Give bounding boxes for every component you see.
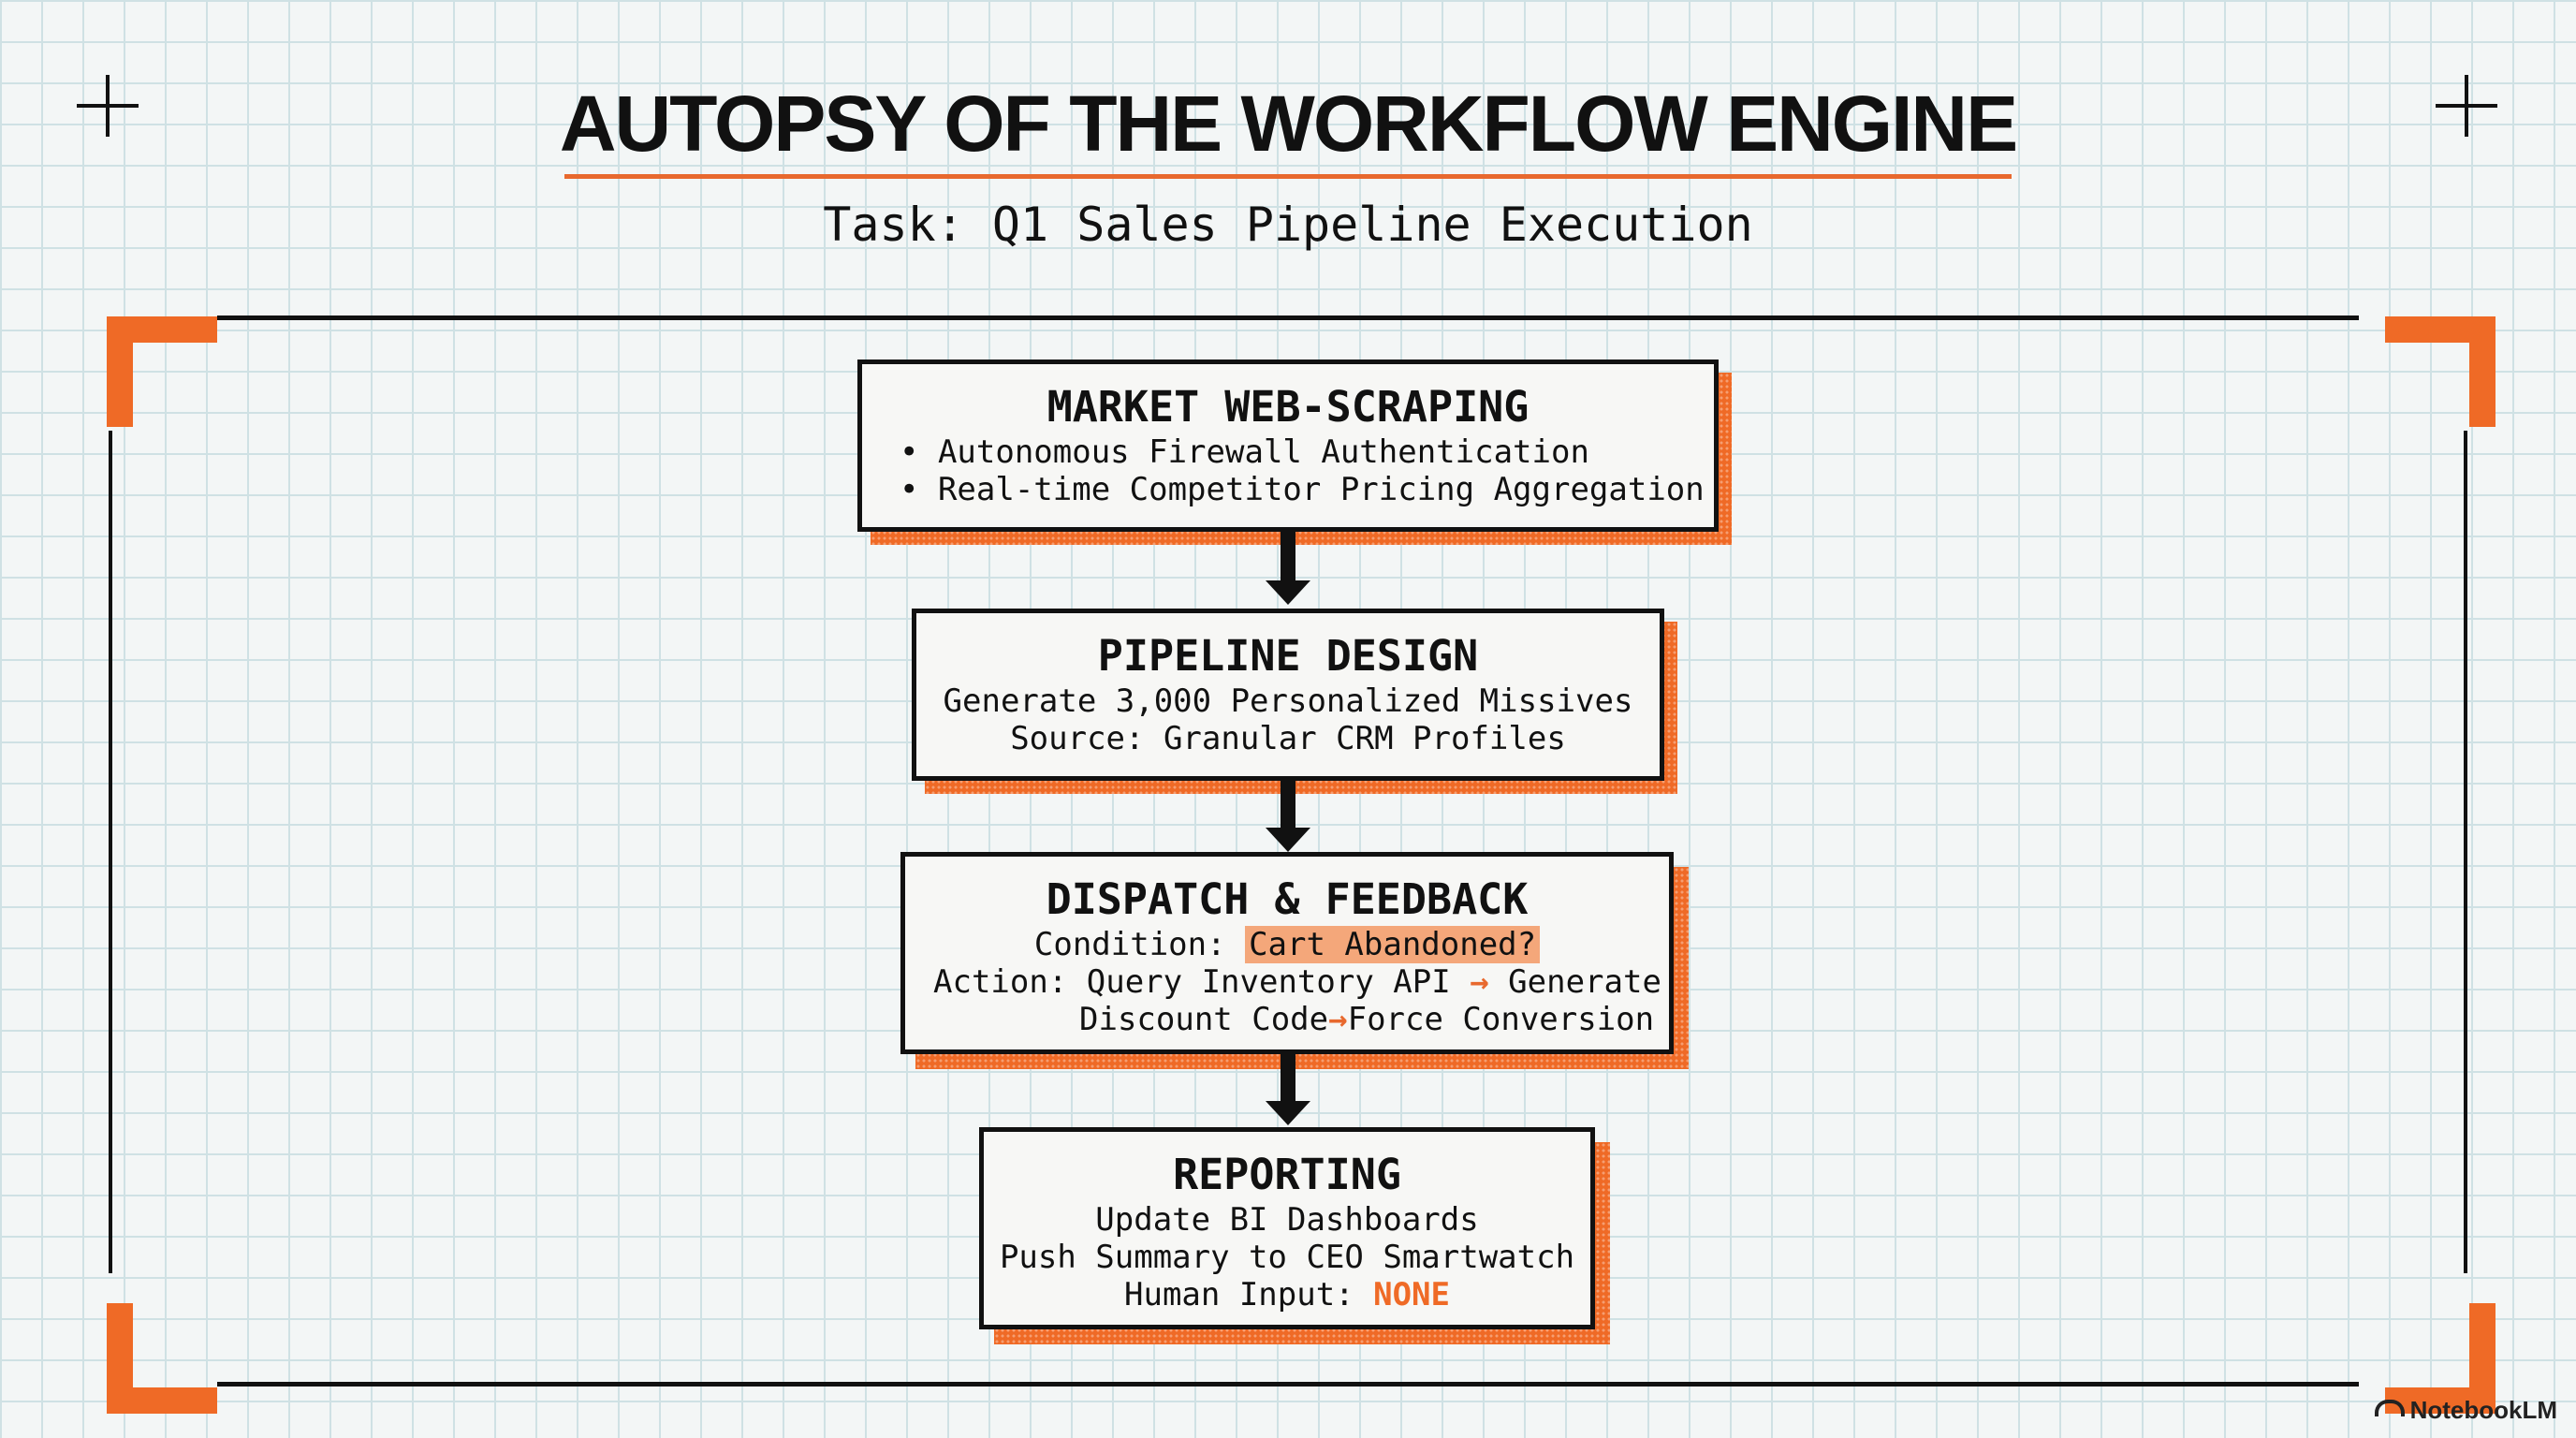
corner-bracket-top-left [107,316,217,427]
step-pipeline-design: PIPELINE DESIGN Generate 3,000 Personali… [912,609,1664,781]
step-line: Source: Granular CRM Profiles [1010,720,1566,757]
step-line: Generate 3,000 Personalized Missives [943,682,1633,720]
title-underline [564,174,2012,179]
frame-top-line [217,315,2359,320]
step-line: Update BI Dashboards [1095,1201,1479,1239]
action-line-continued: Discount Code→Force Conversion [1079,1001,1655,1038]
arrow-right-icon: → [1470,963,1489,1001]
step-reporting: REPORTING Update BI Dashboards Push Summ… [979,1127,1595,1329]
step-market-web-scraping: MARKET WEB-SCRAPING • Autonomous Firewal… [857,360,1719,532]
arrow-head-icon [1266,1101,1310,1125]
connector-arrow [1281,532,1295,582]
plus-icon [77,75,139,137]
arrow-right-icon: → [1328,1001,1348,1038]
arrow-head-icon [1266,828,1310,852]
frame-left-line [109,431,112,1273]
step-title: PIPELINE DESIGN [1097,631,1479,681]
human-input-line: Human Input: NONE [1124,1276,1450,1313]
step-dispatch-feedback: DISPATCH & FEEDBACK Condition: Cart Aban… [900,852,1674,1054]
bullet-item: • Real-time Competitor Pricing Aggregati… [900,471,1705,508]
corner-bracket-top-right [2385,316,2496,427]
brand-watermark: NotebookLM [2374,1396,2557,1425]
human-input-value: NONE [1373,1276,1450,1313]
condition-line: Condition: Cart Abandoned? [905,926,1669,963]
plus-icon [2436,75,2497,137]
arrow-head-icon [1266,580,1310,605]
frame-bottom-line [217,1382,2359,1387]
step-title: DISPATCH & FEEDBACK [1046,874,1529,924]
connector-arrow [1281,781,1295,829]
action-line: Action: Query Inventory API → Generate [933,963,1661,1001]
page-subtitle: Task: Q1 Sales Pipeline Execution [823,198,1753,252]
notebooklm-logo-icon [2374,1400,2405,1416]
frame-right-line [2464,431,2467,1273]
connector-arrow [1281,1054,1295,1103]
page-title: AUTOPSY OF THE WORKFLOW ENGINE [559,80,2018,168]
step-title: MARKET WEB-SCRAPING [1046,382,1530,432]
condition-highlight: Cart Abandoned? [1245,926,1541,963]
corner-bracket-bottom-left [107,1303,217,1414]
step-line: Push Summary to CEO Smartwatch [999,1239,1575,1276]
bullet-item: • Autonomous Firewall Authentication [900,433,1589,471]
step-title: REPORTING [1173,1150,1401,1199]
